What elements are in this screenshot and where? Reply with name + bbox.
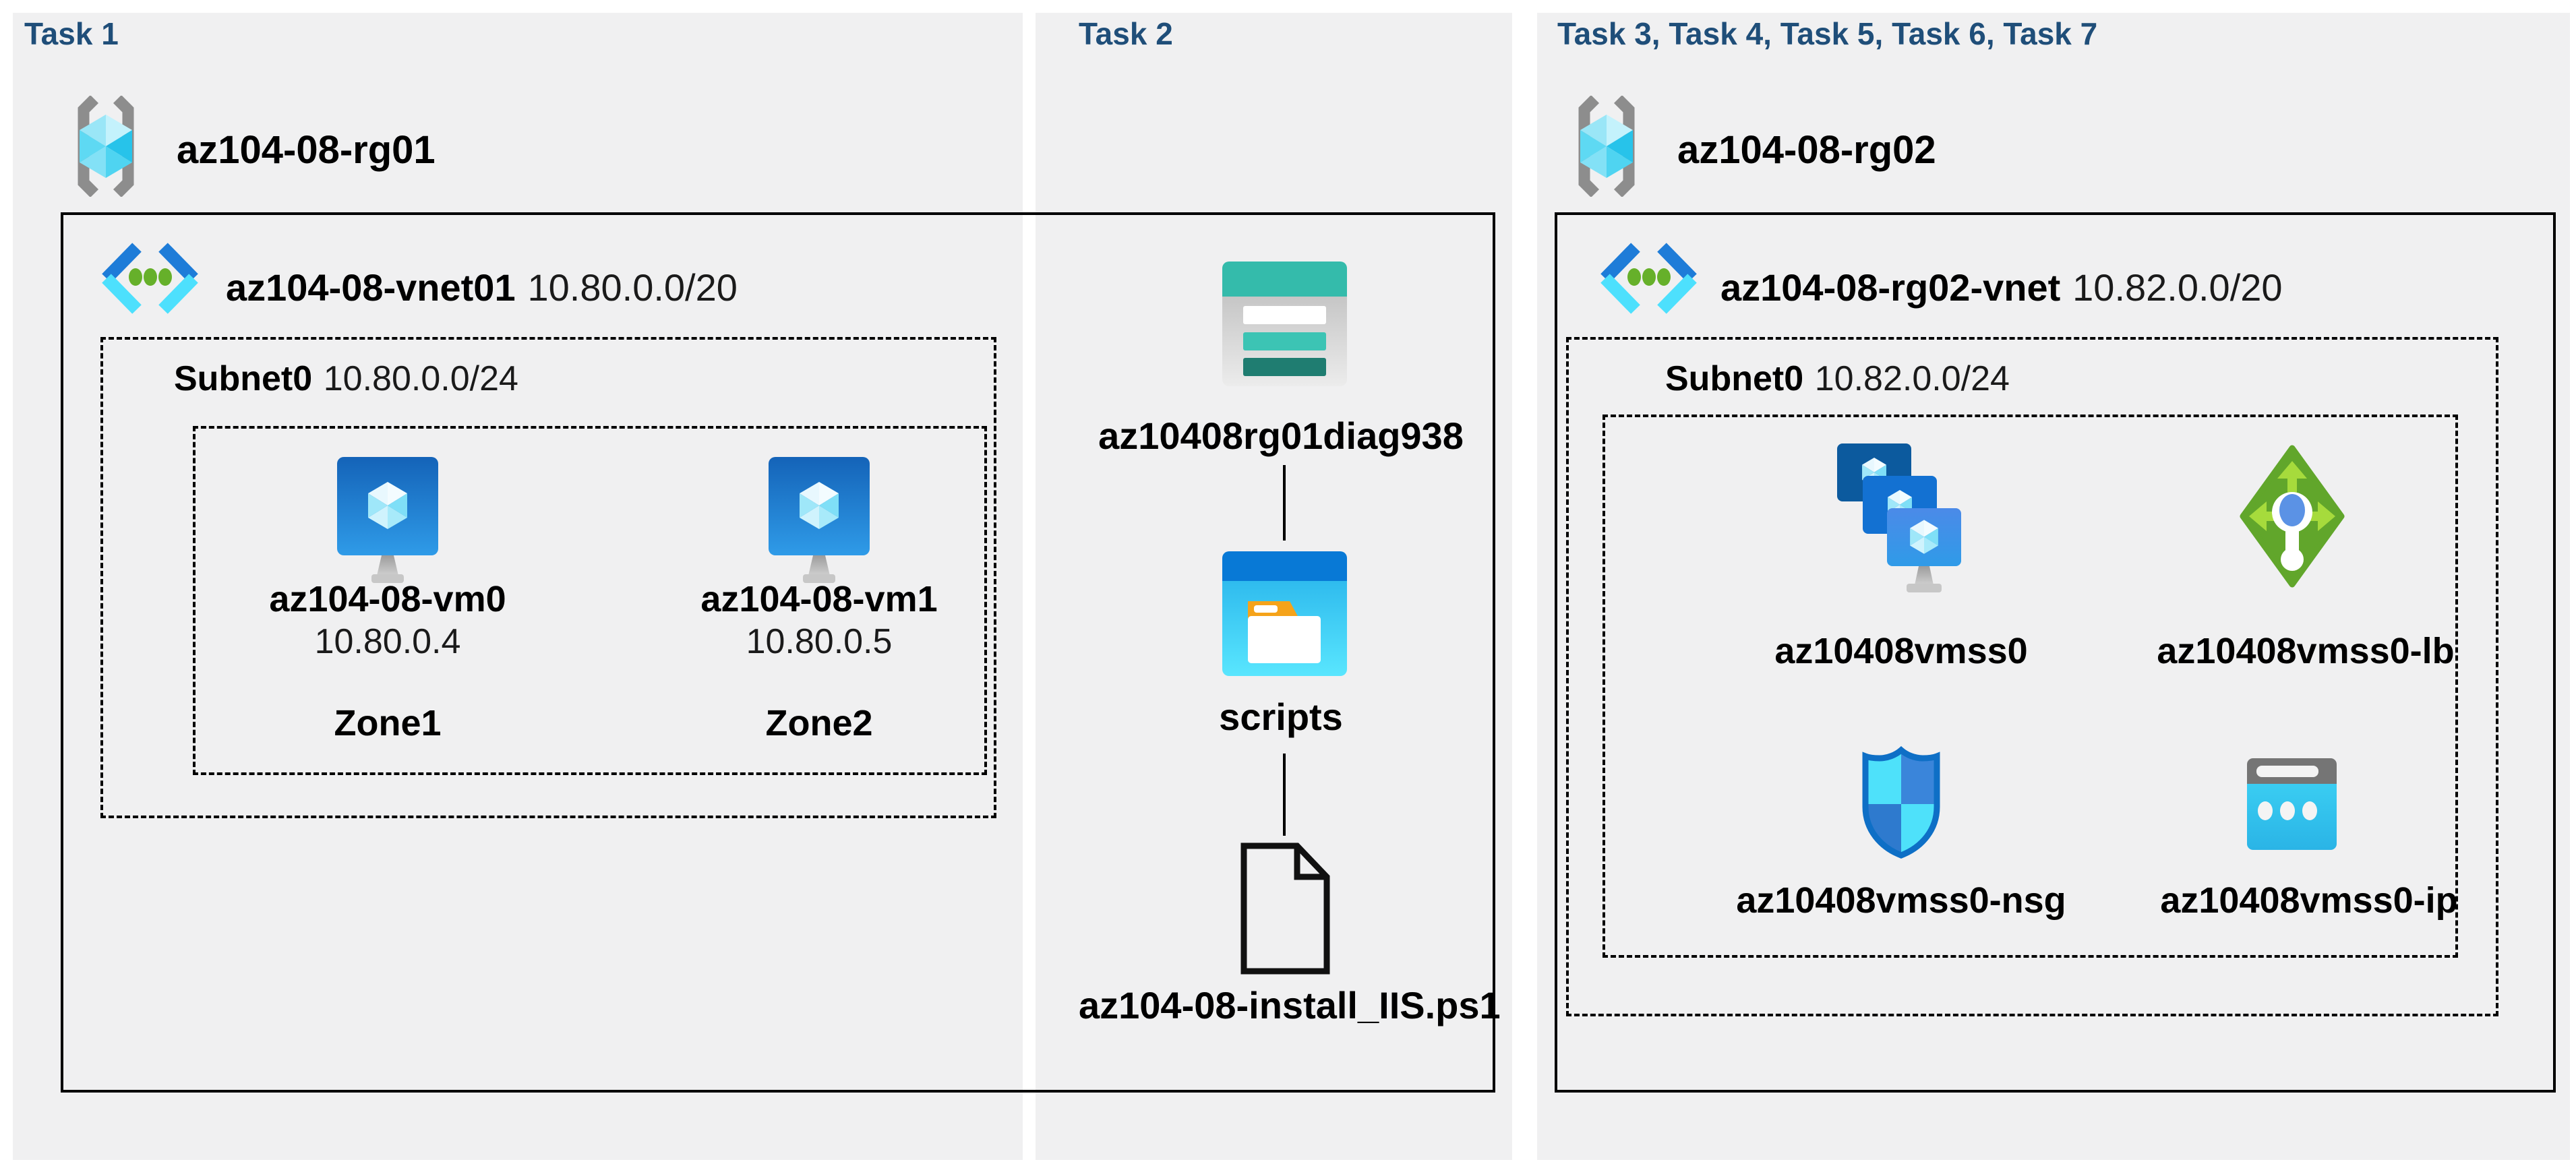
subnet0-cidr: 10.80.0.0/24: [323, 359, 518, 398]
panel-task3: [1537, 13, 2570, 1160]
vmss-resources-box: [1602, 415, 2458, 958]
network-security-group-label: az10408vmss0-nsg: [1736, 880, 2066, 921]
storage-account-label: az10408rg01diag938: [1098, 415, 1464, 457]
subnet0-box-task1: [100, 337, 996, 818]
subnet0-label-task3: Subnet0 10.82.0.0/24: [1665, 359, 2010, 399]
virtual-machine-icon: [769, 457, 870, 585]
vnet01-label: az104-08-vnet01 10.80.0.0/20: [226, 266, 738, 309]
public-ip-label: az10408vmss0-ip: [2160, 880, 2458, 921]
vmss-label: az10408vmss0: [1774, 631, 2028, 671]
subnet0-name: Subnet0: [1665, 359, 1804, 398]
blob-container-icon: [1222, 551, 1347, 676]
vm-scale-set-icon: [1837, 443, 1962, 600]
subnet0-cidr: 10.82.0.0/24: [1814, 359, 2010, 398]
vm1-name: az104-08-vm1: [700, 579, 938, 619]
vm0-ip: 10.80.0.4: [314, 622, 461, 661]
panel-task1: [13, 13, 1023, 1160]
public-ip-icon: [2247, 758, 2337, 850]
storage-account-icon: [1222, 262, 1347, 386]
vnet01-box: [61, 212, 1495, 1093]
script-file-label: az104-08-install_IIS.ps1: [1079, 984, 1501, 1026]
vm1-ip: 10.80.0.5: [746, 622, 893, 661]
vm1-zone: Zone2: [765, 703, 873, 743]
virtual-machine-icon: [337, 457, 438, 585]
scripts-container-label: scripts: [1219, 696, 1343, 738]
vm0-name: az104-08-vm0: [269, 579, 506, 619]
subnet0-label-task1: Subnet0 10.80.0.0/24: [174, 359, 518, 399]
vm-zone-box: [193, 426, 987, 775]
rg02-label: az104-08-rg02: [1677, 128, 1936, 172]
vm0-zone: Zone1: [334, 703, 442, 743]
rg02-vnet-name: az104-08-rg02-vnet: [1720, 266, 2061, 309]
resource-group-icon: [1563, 96, 1650, 197]
rg02-vnet-label: az104-08-rg02-vnet 10.82.0.0/20: [1720, 266, 2283, 309]
connector-container-file: [1283, 754, 1286, 836]
connector-storage-container: [1283, 465, 1286, 541]
load-balancer-icon: [2240, 445, 2345, 588]
vnet01-cidr: 10.80.0.0/20: [527, 266, 738, 309]
network-security-group-icon: [1861, 745, 1942, 861]
rg01-label: az104-08-rg01: [177, 128, 436, 172]
vnet01-name: az104-08-vnet01: [226, 266, 516, 309]
task3-header: Task 3, Task 4, Task 5, Task 6, Task 7: [1557, 16, 2098, 51]
subnet0-name: Subnet0: [174, 359, 313, 398]
rg02-vnet-cidr: 10.82.0.0/20: [2072, 266, 2283, 309]
task2-header: Task 2: [1079, 16, 1173, 51]
virtual-network-icon: [98, 241, 202, 317]
script-file-icon: [1239, 841, 1331, 976]
subnet0-box-task3: [1566, 337, 2498, 1016]
rg02-vnet-box: [1555, 212, 2556, 1093]
task1-header: Task 1: [24, 16, 119, 51]
resource-group-icon: [62, 96, 150, 197]
virtual-network-icon: [1596, 241, 1701, 317]
load-balancer-label: az10408vmss0-lb: [2157, 631, 2455, 671]
